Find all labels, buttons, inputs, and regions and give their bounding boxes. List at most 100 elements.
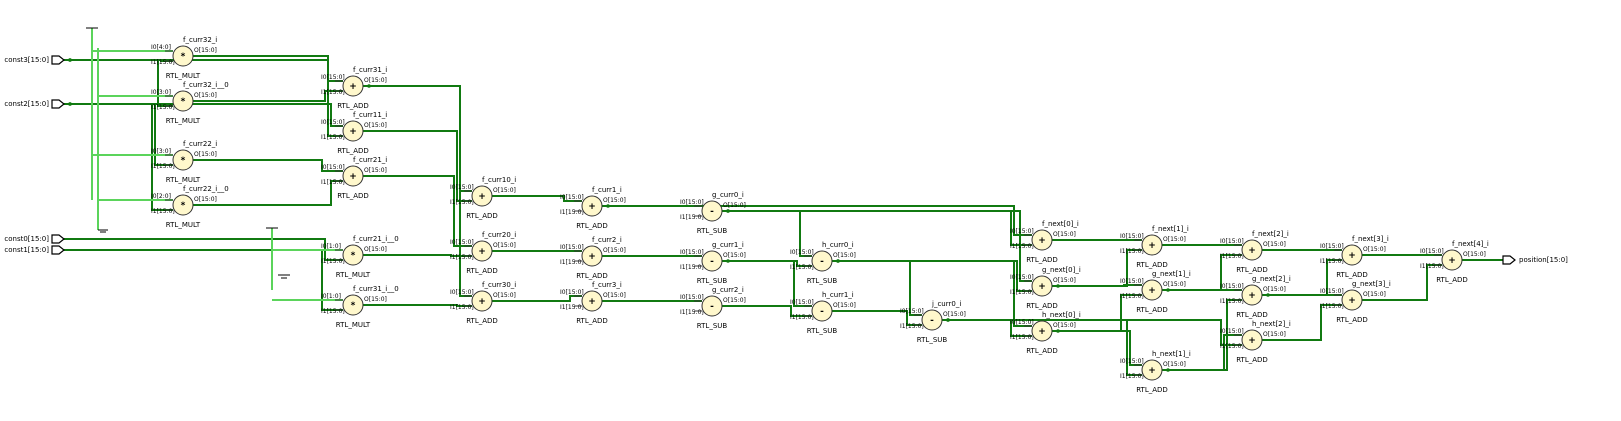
wire-junction: [836, 259, 840, 263]
block-pin-in1: I1[15:0]: [680, 264, 704, 271]
block-h_curr1_i[interactable]: h_curr1_iI0[15:0]I1[15:0]O[15:0]-RTL_SUB: [790, 291, 856, 335]
block-pin-out: O[15:0]: [723, 202, 746, 209]
block-f_curr10_i[interactable]: f_curr10_iI0[15:0]I1[15:0]O[15:0]+RTL_AD…: [450, 176, 516, 220]
wire-f_curr22_i-to-f_curr21_i-in0: [193, 159, 343, 172]
block-input-stubs: [1024, 280, 1032, 292]
block-pin-out: O[15:0]: [603, 197, 626, 204]
block-g_curr0_i[interactable]: g_curr0_iI0[15:0]I1[15:0]O[15:0]-RTL_SUB: [680, 191, 746, 235]
wire-g_curr0_i-to-g_next0_i-in0: [722, 210, 1032, 282]
block-g_curr1_i[interactable]: g_curr1_iI0[15:0]I1[15:0]O[15:0]-RTL_SUB: [680, 241, 746, 285]
block-pin-in1: I1[15:0]: [321, 179, 345, 186]
port-const3[interactable]: const3[15:0]: [4, 55, 65, 65]
block-pin-in0: I0[15:0]: [1220, 328, 1244, 335]
block-cell-type: RTL_ADD: [1336, 271, 1368, 279]
block-f_curr11_i[interactable]: f_curr11_iI0[15:0]I1[15:0]O[15:0]+RTL_AD…: [321, 111, 387, 155]
block-f_curr2_i[interactable]: f_curr2_iI0[15:0]I1[15:0]O[15:0]+RTL_ADD: [560, 236, 626, 280]
block-pin-in0: I0[15:0]: [450, 184, 474, 191]
block-h_curr0_i[interactable]: h_curr0_iI0[15:0]I1[15:0]O[15:0]-RTL_SUB: [790, 241, 856, 285]
block-operator-body: [342, 75, 364, 97]
block-g_next0_i[interactable]: g_next[0]_iI0[15:0]I1[15:0]O[15:0]+RTL_A…: [1010, 266, 1081, 310]
block-operator-body: [1141, 359, 1163, 381]
block-f_curr22_i__0[interactable]: f_curr22_i__0I0[2:0]I1[15:0]O[15:0]*RTL_…: [151, 185, 229, 229]
block-f_curr31_i[interactable]: f_curr31_iI0[15:0]I1[15:0]O[15:0]+RTL_AD…: [321, 66, 387, 110]
block-input-stubs: [804, 305, 812, 317]
block-f_curr21_i__0[interactable]: f_curr21_i__0I0[1:0]I1[15:0]O[15:0]*RTL_…: [321, 235, 399, 279]
block-cell-type: RTL_MULT: [166, 176, 201, 184]
block-pin-out: O[15:0]: [364, 246, 387, 253]
block-f_curr32_i__0[interactable]: f_curr32_i__0I0[3:0]I1[15:0]O[15:0]*RTL_…: [151, 81, 229, 125]
block-pin-in0: I0[15:0]: [1010, 274, 1034, 281]
port-const0[interactable]: const0[15:0]: [4, 234, 65, 244]
ports-layer: const3[15:0] const2[15:0] const0[15:0]cons…: [4, 55, 1568, 265]
block-operator-symbol: +: [1248, 291, 1256, 301]
wire-junction: [68, 58, 72, 62]
block-operator-body: [581, 195, 603, 217]
block-f_next1_i[interactable]: f_next[1]_iI0[15:0]I1[15:0]O[15:0]+RTL_A…: [1120, 225, 1189, 269]
block-operator-body: [921, 309, 943, 331]
wire-const2-to-f_curr11_i-in0: [64, 103, 343, 127]
block-pin-in0: I0[15:0]: [321, 74, 345, 81]
block-f_next4_i[interactable]: f_next[4]_iI0[15:0]I1[15:0]O[15:0]+RTL_A…: [1420, 240, 1489, 284]
block-pin-in0: I0[3:0]: [151, 148, 171, 155]
block-g_next1_i[interactable]: g_next[1]_iI0[15:0]I1[15:0]O[15:0]+RTL_A…: [1120, 270, 1191, 314]
block-input-stubs: [1134, 239, 1142, 251]
wire-f_curr21_i-to-f_curr20_i-in0: [363, 175, 472, 247]
wire-f_curr10_i-to-f_curr1_i-in0: [492, 195, 582, 202]
wire-junction: [726, 259, 730, 263]
wire-h_curr0_i-to-h_next0_i-in0: [832, 260, 1032, 327]
port-position[interactable]: position[15:0]: [1502, 255, 1568, 265]
block-instance-label: g_curr2_i: [712, 286, 744, 294]
port-const1[interactable]: const1[15:0]: [4, 245, 65, 255]
port-arrow-icon: [1502, 255, 1516, 265]
block-f_next3_i[interactable]: f_next[3]_iI0[15:0]I1[15:0]O[15:0]+RTL_A…: [1320, 235, 1389, 279]
block-operator-symbol: -: [820, 307, 824, 317]
block-f_next2_i[interactable]: f_next[2]_iI0[15:0]I1[15:0]O[15:0]+RTL_A…: [1220, 230, 1289, 274]
block-cell-type: RTL_SUB: [697, 322, 728, 330]
port-arrow-icon: [51, 99, 65, 109]
block-operator-body: [471, 185, 493, 207]
block-f_curr30_i[interactable]: f_curr30_iI0[15:0]I1[15:0]O[15:0]+RTL_AD…: [450, 281, 516, 325]
block-input-stubs: [1024, 234, 1032, 246]
block-pin-in1: I1[15:0]: [680, 309, 704, 316]
block-pin-in1: I1[15:0]: [151, 59, 175, 66]
block-pin-out: O[15:0]: [943, 311, 966, 318]
block-instance-label: f_curr11_i: [353, 111, 387, 119]
block-pin-in0: I0[1:0]: [321, 243, 341, 250]
block-h_next2_i[interactable]: h_next[2]_iI0[15:0]I1[15:0]O[15:0]+RTL_A…: [1220, 320, 1291, 364]
block-f_curr21_i[interactable]: f_curr21_iI0[15:0]I1[15:0]O[15:0]+RTL_AD…: [321, 156, 387, 200]
block-g_next3_i[interactable]: g_next[3]_iI0[15:0]I1[15:0]O[15:0]+RTL_A…: [1320, 280, 1391, 324]
block-input-stubs: [335, 125, 343, 137]
block-pin-in1: I1[15:0]: [1010, 334, 1034, 341]
wire-h_next1_i-to-h_next2_i-in0: [1162, 334, 1242, 371]
block-pin-in1: I1[15:0]: [1220, 298, 1244, 305]
block-operator-body: [1241, 284, 1263, 306]
block-f_curr20_i[interactable]: f_curr20_iI0[15:0]I1[15:0]O[15:0]+RTL_AD…: [450, 231, 516, 275]
block-g_curr2_i[interactable]: g_curr2_iI0[15:0]I1[15:0]O[15:0]-RTL_SUB: [680, 286, 746, 330]
block-input-stubs: [464, 295, 472, 307]
block-operator-symbol: *: [181, 201, 186, 211]
block-h_next1_i[interactable]: h_next[1]_iI0[15:0]I1[15:0]O[15:0]+RTL_A…: [1120, 350, 1191, 394]
block-input-stubs: [1024, 325, 1032, 337]
wire-junction: [1056, 284, 1060, 288]
block-operator-symbol: +: [588, 202, 596, 212]
block-f_curr31_i__0[interactable]: f_curr31_i__0I0[1:0]I1[15:0]O[15:0]*RTL_…: [321, 285, 399, 329]
block-f_curr3_i[interactable]: f_curr3_iI0[15:0]I1[15:0]O[15:0]+RTL_ADD: [560, 281, 626, 325]
block-cell-type: RTL_ADD: [1236, 311, 1268, 319]
block-f_curr32_i[interactable]: f_curr32_iI0[4:0]I1[15:0]O[15:0]*RTL_MUL…: [151, 36, 217, 80]
block-pin-in0: I0[15:0]: [321, 119, 345, 126]
block-g_next2_i[interactable]: g_next[2]_iI0[15:0]I1[15:0]O[15:0]+RTL_A…: [1220, 275, 1291, 319]
port-arrow-icon: [51, 245, 65, 255]
block-pin-in1: I1[15:0]: [900, 323, 924, 330]
block-instance-label: f_curr32_i: [183, 36, 217, 44]
block-f_curr22_i[interactable]: f_curr22_iI0[3:0]I1[15:0]O[15:0]*RTL_MUL…: [151, 140, 217, 184]
block-pin-in1: I1[15:0]: [790, 314, 814, 321]
block-pin-out: O[15:0]: [1263, 241, 1286, 248]
block-h_next0_i[interactable]: h_next[0]_iI0[15:0]I1[15:0]O[15:0]+RTL_A…: [1010, 311, 1081, 355]
block-input-stubs: [1234, 289, 1242, 301]
block-f_curr1_i[interactable]: f_curr1_iI0[15:0]I1[15:0]O[15:0]+RTL_ADD: [560, 186, 626, 230]
port-const2[interactable]: const2[15:0]: [4, 99, 65, 109]
block-j_curr0_i[interactable]: j_curr0_iI0[15:0]I1[15:0]O[15:0]-RTL_SUB: [900, 300, 966, 344]
block-pin-in0: I0[15:0]: [321, 164, 345, 171]
block-f_next0_i[interactable]: f_next[0]_iI0[15:0]I1[15:0]O[15:0]+RTL_A…: [1010, 220, 1079, 264]
block-pin-out: O[15:0]: [364, 296, 387, 303]
